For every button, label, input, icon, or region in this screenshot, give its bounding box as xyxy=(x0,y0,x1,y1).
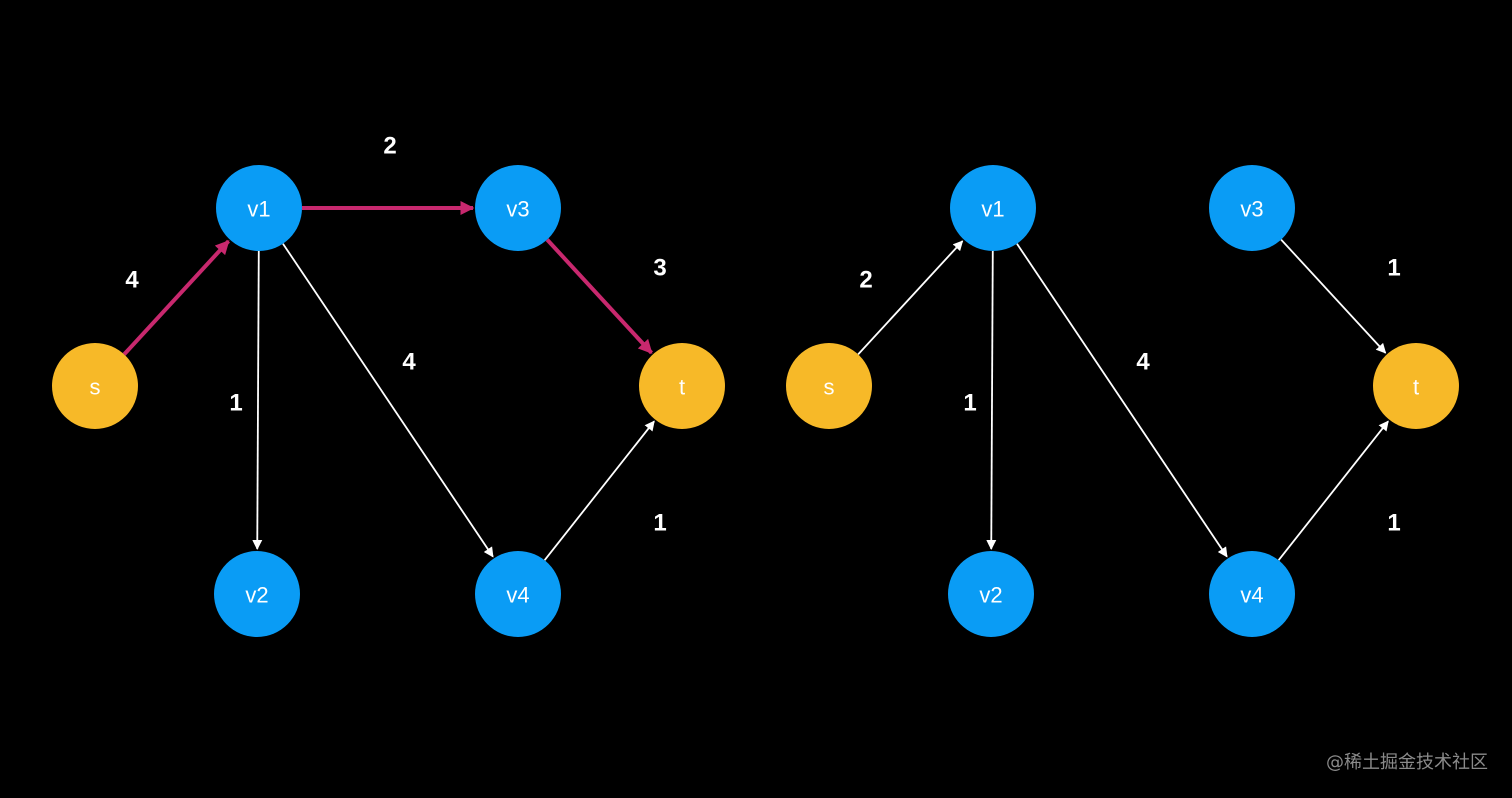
node-v4 xyxy=(475,551,561,637)
residual-graph: 2 1 1 4 1 s v1 v2 v3 v4 t xyxy=(786,165,1459,637)
node-s xyxy=(786,343,872,429)
node-label-v3: v3 xyxy=(1240,197,1263,222)
edge-weight-v1-v4: 4 xyxy=(402,349,416,376)
node-v2 xyxy=(214,551,300,637)
node-v1 xyxy=(950,165,1036,251)
edge-weight-v1-v4: 4 xyxy=(1136,349,1150,376)
node-label-v4: v4 xyxy=(1240,583,1263,608)
edge-weight-v3-t: 3 xyxy=(653,255,666,282)
edge-weight-v1-v2: 1 xyxy=(963,390,976,417)
node-v4 xyxy=(1209,551,1295,637)
edge-v4-t xyxy=(543,420,655,561)
edge-v1-v4 xyxy=(1016,243,1228,558)
edge-v1-v4 xyxy=(282,243,494,558)
edge-weight-v1-v2: 1 xyxy=(229,390,242,417)
edge-s-v1-highlighted xyxy=(122,239,230,356)
node-t xyxy=(1373,343,1459,429)
node-label-t: t xyxy=(1413,375,1419,400)
watermark-text: @稀土掘金技术社区 xyxy=(1326,752,1488,773)
node-v1 xyxy=(216,165,302,251)
node-label-v2: v2 xyxy=(245,583,268,608)
node-label-v4: v4 xyxy=(506,583,529,608)
original-graph: 4 2 3 1 4 1 s v1 v2 v3 v4 t xyxy=(52,133,725,637)
node-v2 xyxy=(948,551,1034,637)
node-label-v1: v1 xyxy=(247,197,270,222)
node-label-v1: v1 xyxy=(981,197,1004,222)
node-label-v3: v3 xyxy=(506,197,529,222)
node-s xyxy=(52,343,138,429)
edge-v3-t-highlighted xyxy=(545,238,653,355)
edge-v1-v2 xyxy=(252,250,263,551)
node-label-s: s xyxy=(90,375,101,400)
node-v3 xyxy=(1209,165,1295,251)
node-label-s: s xyxy=(824,375,835,400)
edge-weight-s-v1: 4 xyxy=(125,267,139,294)
edge-weight-v4-t: 1 xyxy=(653,510,666,537)
edge-v1-v2 xyxy=(986,250,997,551)
edge-weight-v3-t: 1 xyxy=(1387,255,1400,282)
node-t xyxy=(639,343,725,429)
edge-weight-v1-v3: 2 xyxy=(383,133,396,160)
edge-v4-t xyxy=(1277,420,1389,561)
node-v3 xyxy=(475,165,561,251)
edge-weight-s-v1: 2 xyxy=(859,267,872,294)
edge-weight-v4-t: 1 xyxy=(1387,510,1400,537)
edge-v3-t xyxy=(1280,239,1387,354)
node-label-t: t xyxy=(679,375,685,400)
edge-s-v1 xyxy=(857,240,964,355)
node-label-v2: v2 xyxy=(979,583,1002,608)
